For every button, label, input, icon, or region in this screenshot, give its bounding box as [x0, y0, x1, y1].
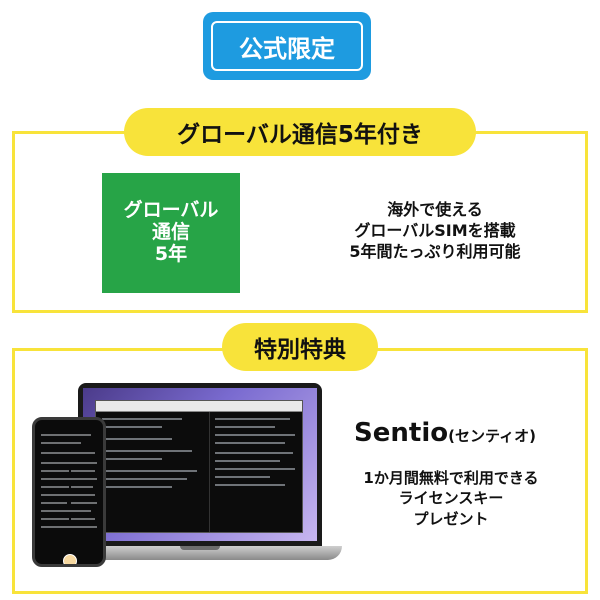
global-comm-badge-line: グローバル	[123, 199, 219, 222]
global-comm-title: グローバル通信5年付き	[124, 108, 476, 156]
description-line: 海外で使える	[387, 200, 483, 219]
translation-pane-illustration	[210, 412, 302, 532]
global-comm-badge-line: 5年	[154, 242, 188, 265]
global-comm-badge: グローバル 通信 5年	[102, 173, 240, 293]
laptop-image	[78, 383, 322, 546]
laptop-base	[58, 546, 342, 560]
description-line: プレゼント	[413, 509, 489, 528]
description-line: グローバルSIMを搭載	[354, 220, 516, 240]
official-label: 公式限定	[211, 21, 363, 71]
browser-toolbar-illustration	[96, 401, 302, 412]
official-badge: 公式限定	[203, 12, 371, 80]
product-name: Sentio(センティオ)	[330, 418, 560, 448]
description-line: ライセンスキー	[398, 489, 504, 508]
browser-window-illustration	[95, 400, 303, 533]
description-line: 5年間たっぷり利用可能	[349, 241, 521, 261]
description-line: 1か月間無料で利用できる	[363, 469, 539, 487]
bonus-description: 1か月間無料で利用できる ライセンスキー プレゼント	[330, 468, 572, 529]
product-name-main: Sentio	[354, 418, 449, 448]
laptop-display	[83, 388, 317, 541]
product-name-kana: (センティオ)	[448, 427, 536, 445]
special-bonus-title: 特別特典	[222, 323, 378, 371]
laptop-notch	[180, 546, 220, 550]
global-comm-badge-line: 通信	[151, 221, 190, 244]
microphone-icon	[63, 554, 77, 564]
chat-pane-illustration	[96, 412, 210, 532]
global-comm-description: 海外で使える グローバルSIMを搭載 5年間たっぷり利用可能	[330, 200, 540, 262]
smartphone-image	[32, 417, 106, 567]
